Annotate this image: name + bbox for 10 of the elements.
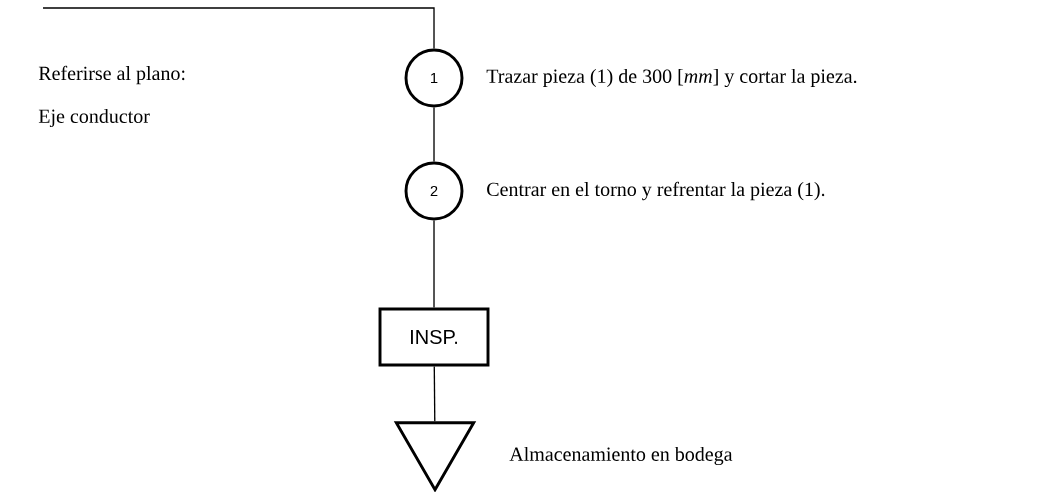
note-text: Referirse al plano: <box>38 65 185 85</box>
note-text: Eje conductor <box>38 108 150 128</box>
connector-line <box>433 365 436 422</box>
step-description: Almacenamiento en bodega <box>509 446 733 466</box>
step-description: Trazar pieza (1) de 300 [mm] y cortar la pieza. <box>486 68 857 88</box>
step-description: Centrar en el torno y refrentar la pieza (1). <box>487 181 825 201</box>
connector-line <box>433 219 435 309</box>
connector-line <box>42 7 435 50</box>
connector-line <box>433 106 435 163</box>
inspection-box: INSP. <box>378 307 490 367</box>
